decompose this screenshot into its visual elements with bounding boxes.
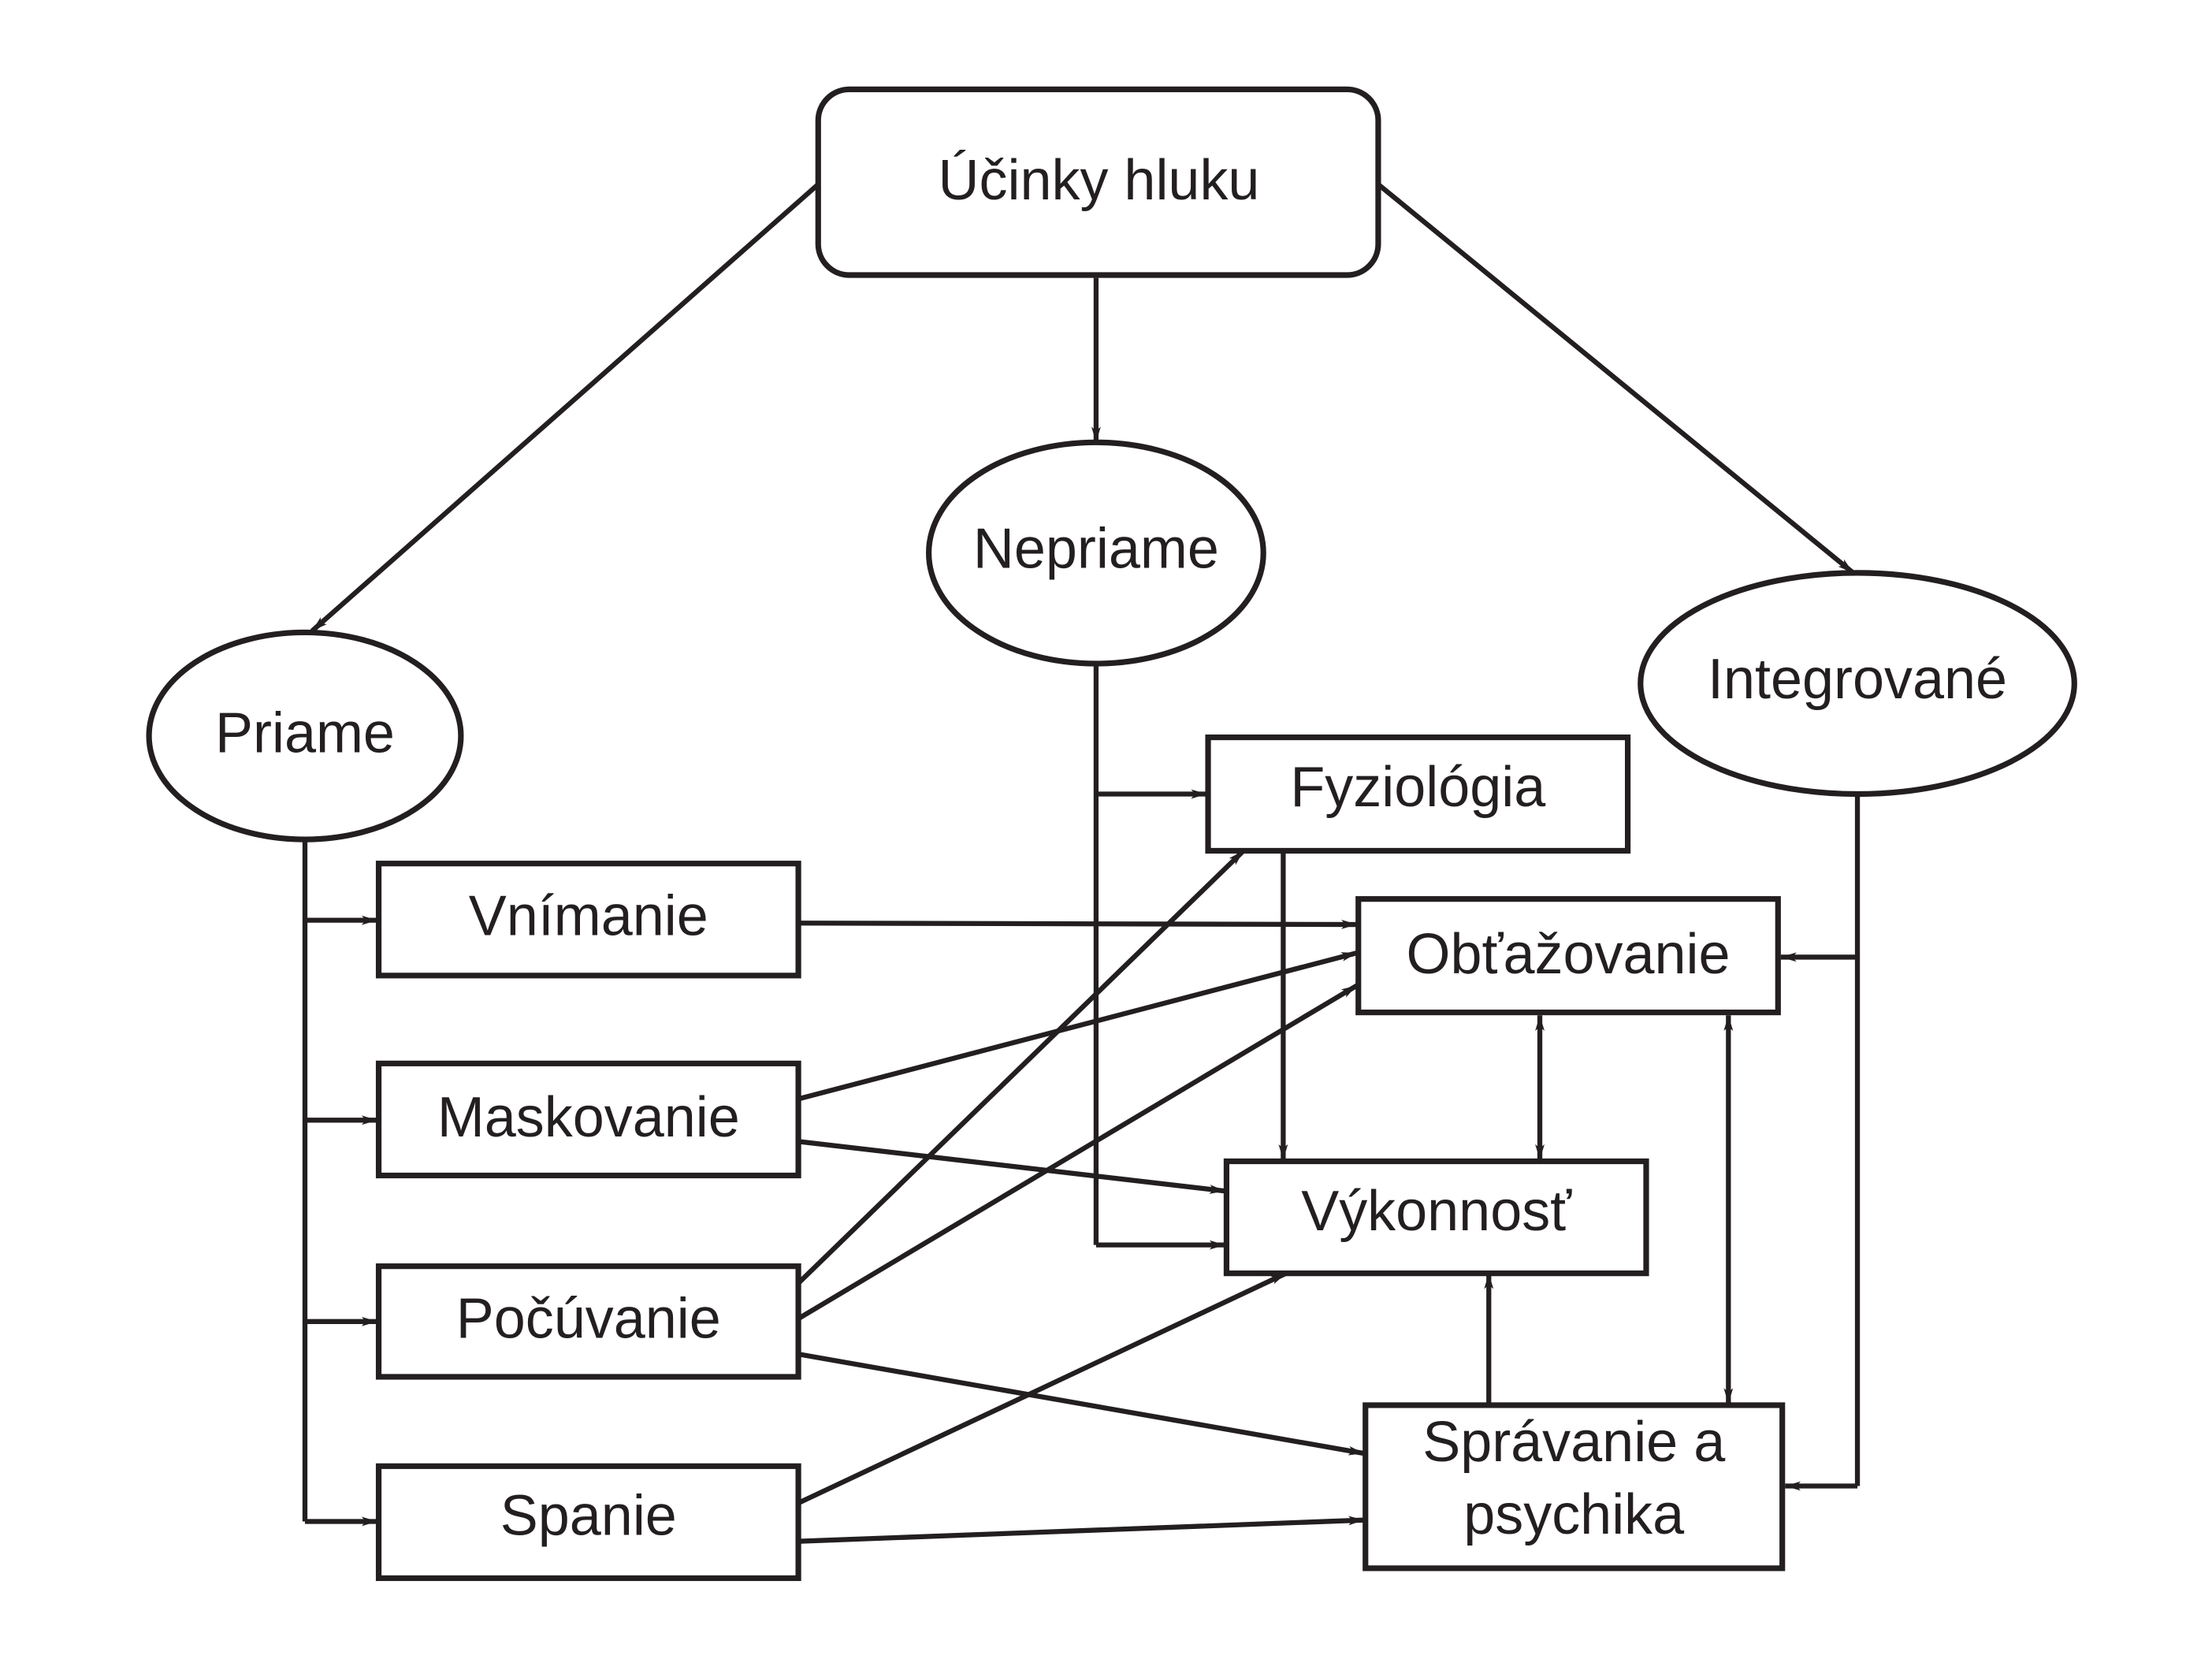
- node-spanie: Spanie: [375, 1463, 801, 1582]
- edge-pocuvanie-spravanie: [797, 1352, 1365, 1456]
- node-nepriame-label: Nepriame: [973, 518, 1219, 581]
- node-vykonnost: Výkonnosť: [1223, 1158, 1649, 1277]
- node-spravanie: Správanie a psychika: [1363, 1402, 1786, 1572]
- edge-root-priame: [310, 182, 820, 633]
- edge-root-integrovane: [1376, 182, 1855, 575]
- node-spanie-label: Spanie: [500, 1485, 677, 1548]
- edge-vnimanie-obtazovanie: [798, 920, 1357, 929]
- edge-spanie-spravanie: [797, 1516, 1365, 1544]
- node-root: Účinky hluku: [815, 86, 1381, 278]
- node-maskovanie: Maskovanie: [375, 1060, 801, 1179]
- edge-spanie-vykonnost: [797, 1270, 1288, 1505]
- node-vnimanie: Vnímanie: [375, 861, 801, 979]
- node-nepriame: Nepriame: [926, 439, 1266, 667]
- node-spravanie-label-1: Správanie a: [1422, 1411, 1726, 1474]
- node-pocuvanie-label: Počúvanie: [456, 1288, 721, 1351]
- node-fyziologia-label: Fyziológia: [1290, 756, 1546, 819]
- node-maskovanie-label: Maskovanie: [437, 1086, 740, 1149]
- edge-maskovanie-obtazovanie: [797, 950, 1358, 1102]
- node-obtazovanie: Obťažovanie: [1355, 896, 1781, 1016]
- node-vykonnost-label: Výkonnosť: [1301, 1180, 1572, 1243]
- node-obtazovanie-label: Obťažovanie: [1407, 923, 1731, 986]
- node-priame: Priame: [146, 629, 464, 843]
- node-priame-label: Priame: [215, 702, 395, 765]
- edge-pocuvanie-obtazovanie: [797, 983, 1359, 1321]
- node-root-label: Účinky hluku: [939, 149, 1260, 212]
- node-integrovane-label: Integrované: [1708, 648, 2007, 711]
- edge-maskovanie-vykonnost: [797, 1139, 1225, 1194]
- node-fyziologia: Fyziológia: [1205, 734, 1631, 854]
- node-spravanie-label-2: psychika: [1463, 1483, 1685, 1546]
- edge-pocuvanie-fyziologia: [796, 849, 1246, 1285]
- connectors: [302, 182, 1861, 1544]
- node-pocuvanie: Počúvanie: [375, 1263, 801, 1380]
- node-integrovane: Integrované: [1638, 570, 2077, 798]
- node-vnimanie-label: Vnímanie: [469, 885, 708, 948]
